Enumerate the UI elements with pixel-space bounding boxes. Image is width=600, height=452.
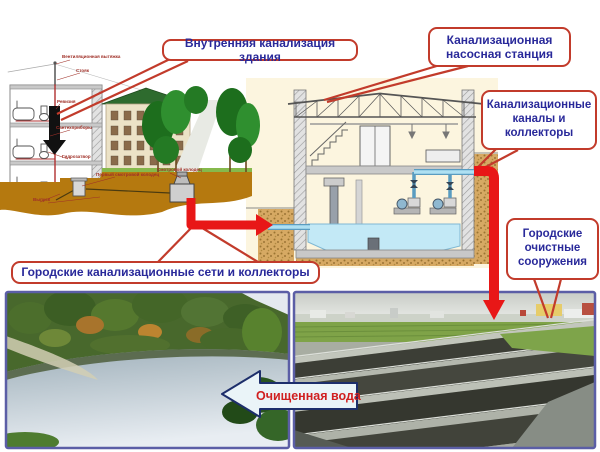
tail-city-networks-2: [198, 225, 259, 263]
purified-water-label: Очищенная вода: [256, 389, 361, 403]
river-photo-border: [4, 290, 291, 450]
trees: [142, 86, 260, 172]
callout-city-networks-label: Городские канализационные сети и коллект…: [21, 265, 310, 280]
label-fixtures: Сантехприборы: [56, 125, 93, 130]
plant-photo-border: [292, 290, 597, 450]
ceiling-hooks: [408, 124, 450, 140]
tail-internal-sewerage-2: [60, 60, 189, 121]
label-connectors: [39, 59, 182, 204]
label-outlet: Выпуск: [33, 197, 50, 202]
stairs: [309, 121, 348, 166]
tail-internal-sewerage: [56, 58, 171, 115]
label-water-seal: Гидрозатвор: [62, 154, 91, 159]
callout-city-networks: Городские канализационные сети и коллект…: [11, 261, 320, 284]
manhole-second: [169, 171, 195, 203]
callout-sewer-channels: Канализационные каналы и коллекторы: [481, 90, 597, 150]
building-cross-section: [7, 61, 149, 206]
equipment-cabinet: [425, 149, 461, 163]
tail-pumping-station: [323, 63, 441, 102]
callout-sewer-channels-label: Канализационные каналы и коллекторы: [486, 99, 592, 139]
arrow-networks-to-station: [186, 198, 273, 236]
tail-treatment-plant-2: [549, 278, 563, 319]
callout-internal-sewerage-label: Внутренняя канализация здания: [184, 35, 336, 64]
callout-internal-sewerage: Внутренняя канализация здания: [162, 36, 358, 64]
roof-truss: [287, 92, 485, 118]
yard-sewer-network: [55, 171, 195, 203]
pumps: [393, 172, 457, 215]
arrow-station-to-plant: [474, 166, 505, 320]
callout-treatment-plant-label: Городские очистные сооружения: [518, 228, 587, 268]
station-walls: [293, 89, 475, 251]
label-manhole: Смотровой колодец: [157, 167, 202, 172]
callout-pumping-station-label: Канализационная насосная станция: [446, 32, 553, 61]
road: [172, 100, 222, 176]
submersible-pump: [367, 237, 380, 251]
tail-treatment-plant: [532, 278, 550, 319]
reservoir-water: [307, 223, 461, 253]
label-first-manhole: Первый смотровой колодец: [96, 172, 160, 177]
callout-pumping-station: Канализационная насосная станция: [428, 27, 571, 67]
label-riser: Стояк: [76, 68, 89, 73]
pumping-station: [246, 89, 498, 266]
manhole-first: [70, 177, 88, 197]
label-vent: Вентиляционная вытяжка: [62, 54, 121, 59]
soil-left: [258, 209, 294, 261]
river-photo: [6, 292, 289, 448]
sewage-flow-arrow: [43, 106, 66, 155]
tail-pumping-station-2: [326, 64, 469, 104]
callout-treatment-plant: Городские очистные сооружения: [506, 218, 599, 280]
purified-water-arrow: [221, 370, 358, 418]
tail-city-networks: [157, 223, 196, 263]
label-revision: Ревизия: [57, 99, 76, 104]
tail-sewer-channels: [476, 147, 498, 169]
